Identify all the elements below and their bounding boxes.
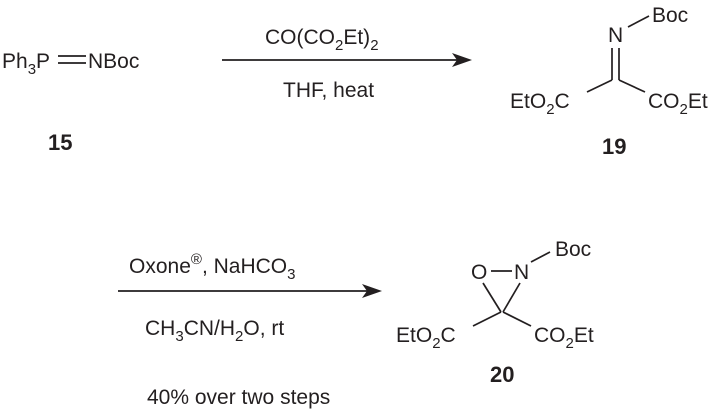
step-2-yield: 40% over two steps	[147, 386, 330, 409]
compound-15-formula: Ph3P	[2, 50, 50, 78]
c-left-ester-bond-20	[472, 311, 502, 327]
compound-20-left-ester: EtO2C	[396, 324, 456, 352]
c-left-ester-bond	[586, 79, 613, 93]
compound-19-n: N	[608, 24, 623, 47]
compound-15-number: 15	[48, 130, 72, 155]
compound-15: Ph3P NBoc 15	[2, 50, 139, 155]
n-boc-bond-20	[530, 251, 551, 263]
c-right-ester-bond	[618, 79, 646, 93]
nboc-label: NBoc	[88, 50, 139, 73]
step-2-arrow-head	[362, 284, 382, 298]
compound-19-boc: Boc	[652, 4, 688, 27]
compound-20-n: N	[514, 261, 529, 284]
c-right-ester-bond-20	[502, 311, 532, 327]
compound-19-right-ester: CO2Et	[648, 90, 708, 118]
compound-20-right-ester: CO2Et	[534, 324, 594, 352]
compound-19: Boc N EtO2C CO2Et 19	[510, 4, 708, 159]
n-c-bond	[502, 282, 521, 313]
compound-20: O N Boc EtO2C CO2Et 20	[396, 238, 594, 387]
step-2-conditions: CH3CN/H2O, rt	[145, 317, 284, 345]
step-1-reagent: CO(CO2Et)2	[265, 26, 379, 54]
step-1-arrow-head	[452, 53, 472, 67]
n-boc-bond	[627, 15, 650, 28]
compound-19-number: 19	[602, 134, 626, 159]
o-c-bond	[482, 282, 502, 313]
compound-20-o: O	[471, 261, 487, 284]
step-2: Oxone®, NaHCO3 CH3CN/H2O, rt 40% over tw…	[118, 251, 382, 409]
step-2-reagents: Oxone®, NaHCO3	[129, 251, 295, 283]
compound-19-left-ester: EtO2C	[510, 90, 570, 118]
compound-20-number: 20	[490, 362, 514, 387]
step-1: CO(CO2Et)2 THF, heat	[222, 26, 472, 102]
compound-20-boc: Boc	[555, 238, 591, 261]
step-1-conditions: THF, heat	[283, 79, 374, 102]
